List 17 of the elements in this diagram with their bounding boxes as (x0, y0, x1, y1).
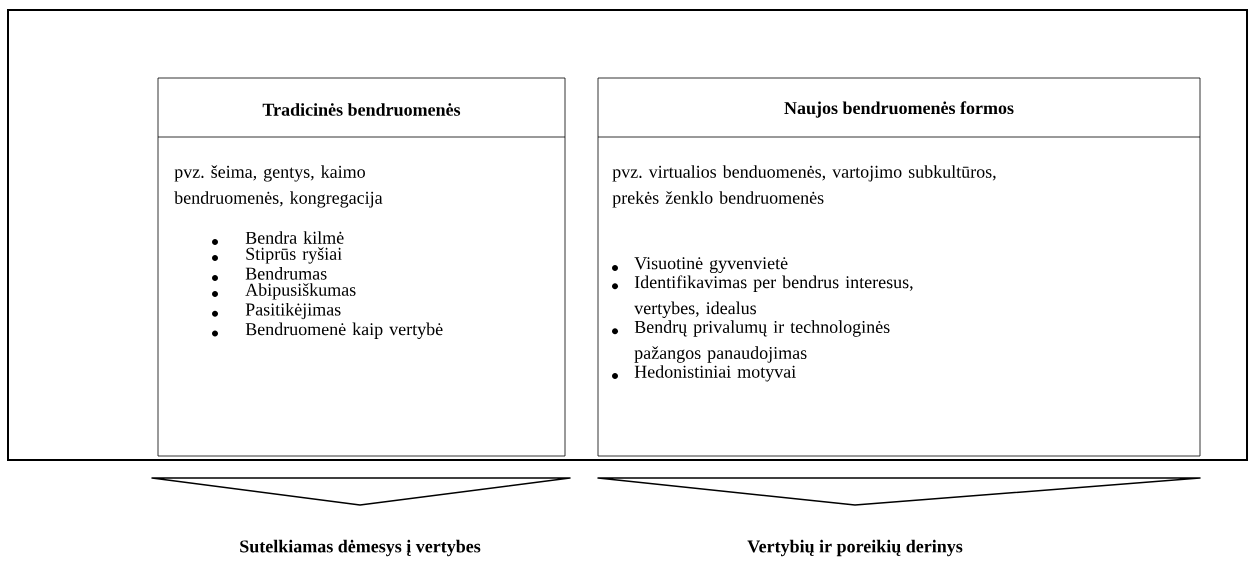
bullet-item: Abipusiškumas (245, 283, 356, 300)
conclusion-text: Vertybių ir poreikių derinys (747, 539, 963, 557)
example-text: pvz. šeima, gentys, kaimo bendruomenės, kongregacija (174, 165, 383, 208)
bullet-item: Pasitikėjimas (245, 302, 341, 320)
conclusion-text: Sutelkiamas dėmesys į vertybes (240, 539, 481, 557)
box-heading: Naujos bendruomenės formos (784, 101, 1014, 118)
bullet-item: Visuotinė gyvenvietė (634, 257, 788, 273)
box-heading: Tradicinės bendruomenės (262, 103, 461, 116)
bullet-item: Stiprūs ryšiai (246, 247, 342, 264)
bullet-item: Bendruomenė kaip vertybė (245, 322, 443, 339)
frame-box (7, 9, 1248, 461)
bullet-item: Bendra kilmė (245, 231, 344, 244)
bullet-item: Hedonistiniai motyvai (634, 365, 796, 382)
example-text: pvz. virtualios benduomenės, vartojimo subkultūros, prekės ženklo bendruomenės (612, 165, 996, 208)
bullet-item: Identifikavimas per bendrus interesus, vertybes, idealus (634, 275, 913, 318)
bullet-item: Bendrų privalumų ir technologinės pažangos panaudojimas (634, 320, 890, 363)
bullet-item: Bendrumas (245, 267, 327, 280)
